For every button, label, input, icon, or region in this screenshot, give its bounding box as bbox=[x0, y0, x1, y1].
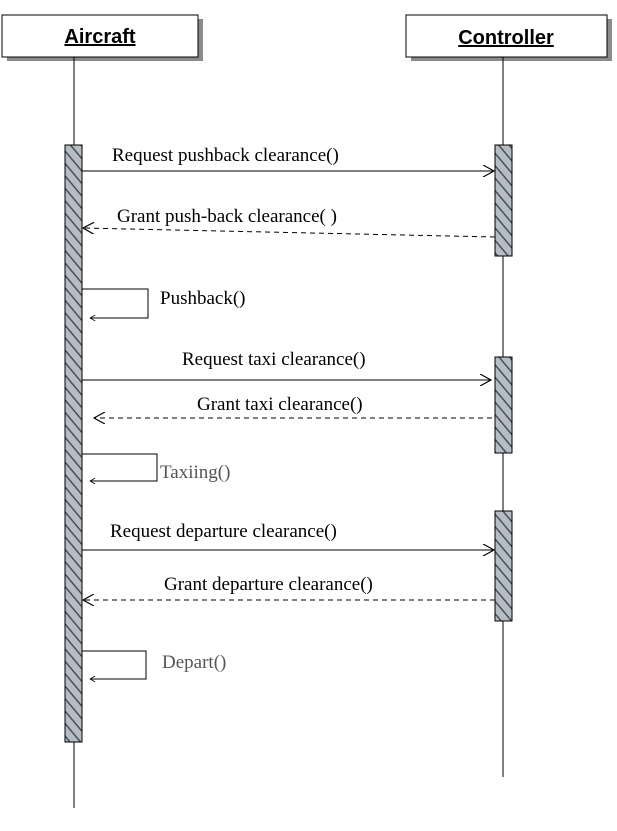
depart-self-arrow bbox=[82, 650, 147, 679]
controller-label: Controller bbox=[458, 27, 554, 49]
aircraft-lifeline-header: Aircraft bbox=[1, 14, 203, 61]
pushback-self-arrow bbox=[82, 288, 149, 318]
grant-taxi-label: Grant taxi clearance() bbox=[197, 394, 363, 415]
grant-pushback-label: Grant push-back clearance( ) bbox=[117, 206, 337, 227]
request-taxi-label: Request taxi clearance() bbox=[182, 349, 366, 370]
grant-pushback-arrow bbox=[83, 228, 496, 238]
controller-activation-bar-3 bbox=[494, 510, 513, 622]
request-departure-label: Request departure clearance() bbox=[110, 521, 337, 542]
depart-label: Depart() bbox=[162, 652, 226, 673]
controller-activation-bar-1 bbox=[494, 144, 513, 257]
grant-departure-label: Grant departure clearance() bbox=[164, 574, 373, 595]
request-pushback-label: Request pushback clearance() bbox=[112, 145, 339, 166]
controller-lifeline-header: Controller bbox=[405, 14, 612, 61]
taxiing-label: Taxiing() bbox=[160, 462, 230, 483]
aircraft-label: Aircraft bbox=[64, 26, 135, 48]
taxiing-self-arrow bbox=[82, 453, 158, 481]
aircraft-activation-bar bbox=[64, 144, 83, 743]
pushback-label: Pushback() bbox=[160, 288, 245, 309]
controller-activation-bar-2 bbox=[494, 356, 513, 454]
